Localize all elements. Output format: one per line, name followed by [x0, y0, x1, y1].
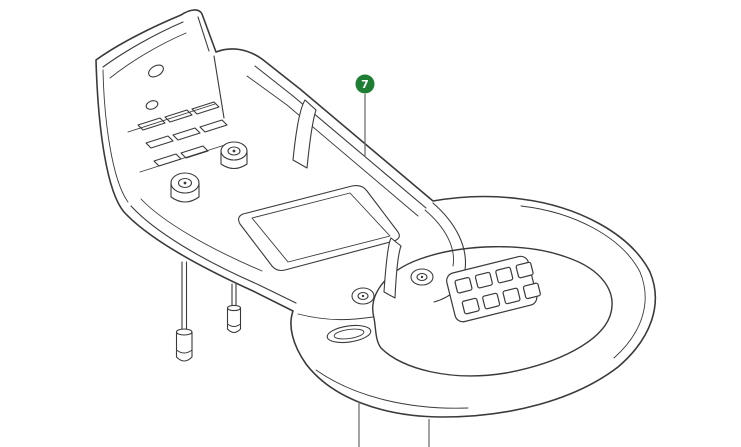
- screw-boss-far: [410, 268, 434, 286]
- handle-bottom-line: [315, 369, 469, 409]
- vent-slats: [127, 101, 229, 173]
- screw-1: [175, 261, 193, 362]
- screw-boss-center: [351, 287, 375, 305]
- fin-rib-line: [213, 55, 225, 119]
- screw-1-head: [175, 331, 193, 362]
- screw-2-head-band: [227, 323, 241, 327]
- rim-inner-line: [102, 21, 184, 68]
- oval-hole-side: [145, 100, 159, 110]
- bottom-rim-inner-2: [140, 198, 263, 272]
- bottom-rim-inner-1: [130, 205, 297, 304]
- part-drawing: [95, 9, 657, 418]
- screw-2: [226, 283, 242, 334]
- callout-7[interactable]: 7: [355, 74, 375, 158]
- callout-7-label: 7: [361, 78, 369, 91]
- center-fin: [292, 99, 317, 169]
- screw-2-shaft: [231, 283, 237, 309]
- handle-rim-line: [520, 205, 646, 359]
- left-wall-line: [102, 69, 129, 203]
- rim-inner-line-2: [109, 32, 187, 79]
- handle-slot-inner: [333, 328, 365, 340]
- screw-2-head: [226, 307, 242, 334]
- handle-front-line: [297, 313, 374, 321]
- screw-1-head-top: [175, 328, 193, 336]
- screw-1-shaft: [181, 261, 188, 333]
- wall-inner-line-2: [246, 75, 419, 217]
- screw-2-head-top: [226, 304, 242, 312]
- housing-right-edge-inner: [424, 209, 454, 267]
- central-recess-inner: [251, 192, 391, 263]
- oval-hole-top: [148, 64, 164, 78]
- screw-boss-right: [220, 141, 248, 170]
- fin-inner-line: [197, 16, 210, 52]
- screw-boss-left: [170, 172, 200, 203]
- screw-1-head-band: [176, 349, 193, 354]
- grip-texture: [446, 255, 541, 323]
- callout-7-badge[interactable]: [355, 74, 375, 94]
- small-fin: [383, 237, 402, 299]
- wall-inner-line-1: [254, 65, 427, 209]
